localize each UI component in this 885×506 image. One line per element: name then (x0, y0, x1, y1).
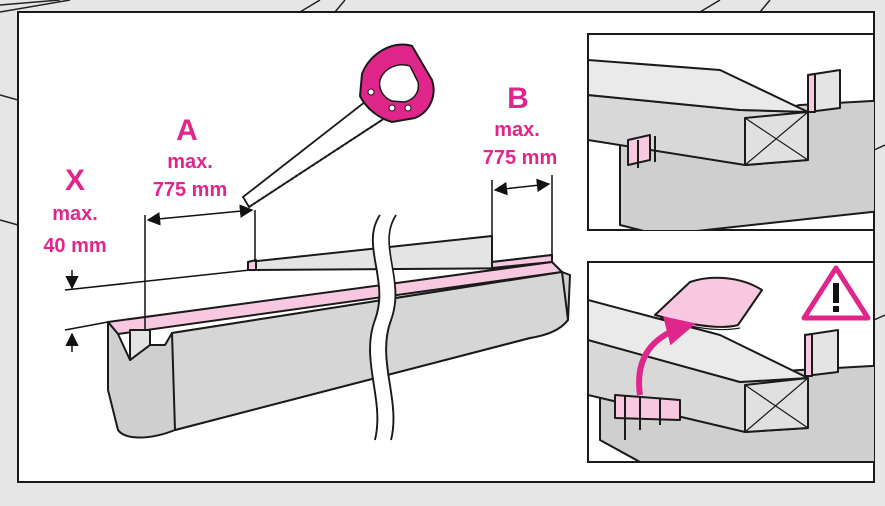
label-b-max: max. (494, 119, 540, 141)
break-mark (369, 214, 397, 441)
warning-triangle-icon (801, 265, 871, 321)
label-a: A (176, 114, 198, 147)
label-x-value: 40 mm (43, 235, 107, 257)
break-gap (371, 215, 395, 440)
dimension-lines (64, 175, 553, 352)
saw-icon (241, 43, 435, 209)
background-roof-lines (0, 0, 885, 321)
label-a-value: 775 mm (152, 179, 228, 201)
label-x-max: max. (52, 203, 98, 225)
label-b: B (507, 82, 529, 115)
curved-arrow-icon (636, 316, 696, 396)
label-a-max: max. (167, 151, 213, 173)
label-b-value: 775 mm (482, 147, 558, 169)
label-x: X (64, 164, 85, 197)
